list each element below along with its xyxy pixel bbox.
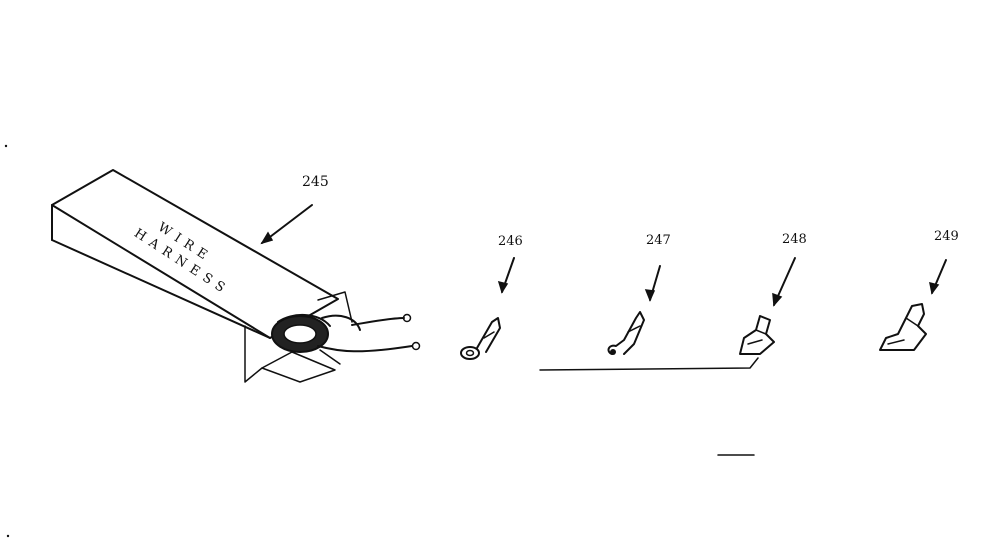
spade-terminal — [879, 303, 927, 351]
leader-line — [539, 357, 759, 371]
callout-label-246: 246 — [498, 234, 523, 249]
callout-label-247: 247 — [646, 233, 671, 248]
stray-dot — [6, 534, 10, 538]
ring-terminal — [460, 317, 501, 360]
callout-label-245: 245 — [302, 174, 329, 190]
callout-label-249: 249 — [934, 229, 959, 244]
flag-terminal — [739, 315, 775, 355]
hook-terminal — [607, 311, 645, 355]
box-label-group: WIRE HARNESS — [131, 220, 232, 299]
harness-coil — [271, 313, 421, 365]
stray-dot — [4, 144, 8, 148]
callout-label-248: 248 — [782, 232, 807, 247]
